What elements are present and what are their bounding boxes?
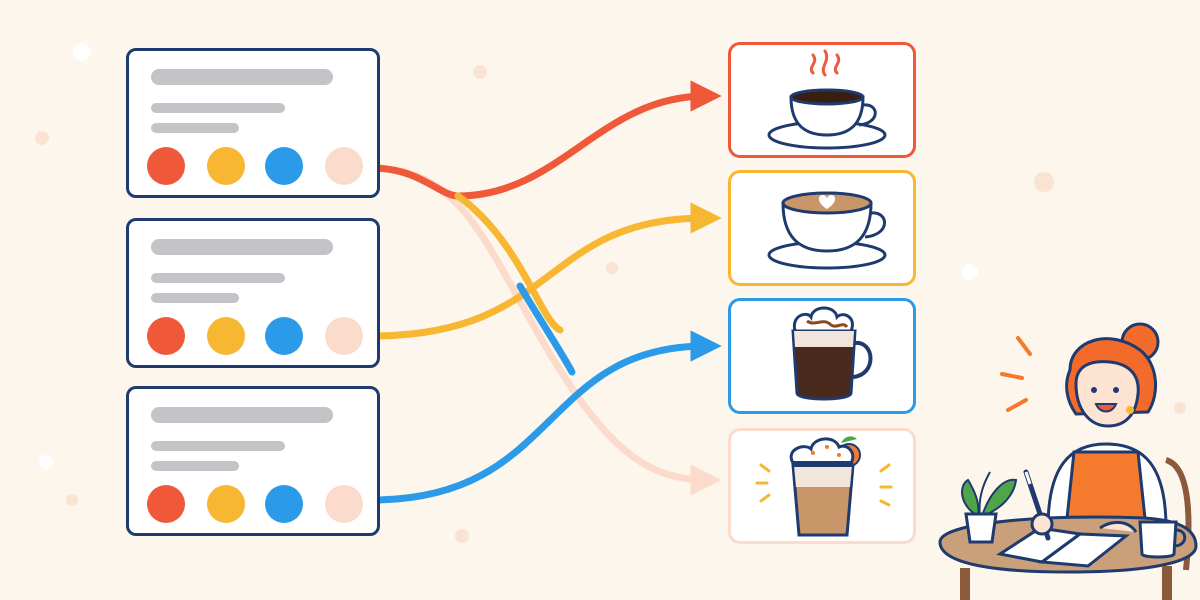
color-dot-red — [147, 317, 185, 355]
steaming-coffee-cup-icon — [767, 49, 887, 150]
orange-frappe-glass-icon — [755, 436, 893, 537]
color-dot-peach — [325, 147, 363, 185]
connector-red — [368, 80, 722, 200]
coffee-mug-icon — [1138, 520, 1187, 559]
text-line — [151, 273, 285, 283]
drink-mocha — [728, 298, 916, 414]
drink-orange-frappe — [728, 428, 916, 544]
menu-card-1 — [126, 48, 380, 198]
bg-dot — [35, 131, 49, 145]
color-dot-peach — [325, 317, 363, 355]
attention-burst-icon — [1000, 336, 1032, 412]
bg-dot — [473, 65, 487, 79]
text-line — [151, 441, 285, 451]
color-dot-yellow — [207, 147, 245, 185]
bg-dot — [73, 43, 91, 61]
connector-yellow-upper — [454, 192, 564, 334]
color-dot-yellow — [207, 485, 245, 523]
bg-dot — [1174, 402, 1186, 414]
bg-dot — [962, 264, 978, 280]
color-dot-peach — [325, 485, 363, 523]
notebook-icon — [996, 526, 1131, 568]
connector-yellow — [368, 202, 722, 340]
color-dot-blue — [265, 317, 303, 355]
menu-card-2 — [126, 218, 380, 368]
drink-latte — [728, 170, 916, 286]
menu-card-3 — [126, 386, 380, 536]
bg-dot — [455, 529, 469, 543]
title-bar — [151, 239, 333, 255]
text-line — [151, 103, 285, 113]
bg-dot — [66, 494, 78, 506]
text-line — [151, 123, 239, 133]
color-dot-blue — [265, 147, 303, 185]
bg-dot — [39, 455, 53, 469]
color-dot-red — [147, 147, 185, 185]
connector-blue-upper — [516, 282, 576, 376]
mocha-glass-mug-icon — [791, 306, 873, 401]
bg-dot — [606, 262, 618, 274]
drink-espresso — [728, 42, 916, 158]
color-dot-blue — [265, 485, 303, 523]
color-dot-yellow — [207, 317, 245, 355]
connector-blue — [368, 330, 722, 504]
latte-art-cup-icon — [767, 191, 887, 270]
barista-illustration — [938, 322, 1198, 600]
color-dot-red — [147, 485, 185, 523]
text-line — [151, 293, 239, 303]
title-bar — [151, 69, 333, 85]
potted-plant-icon — [961, 471, 1018, 544]
title-bar — [151, 407, 333, 423]
text-line — [151, 461, 239, 471]
bg-dot — [1034, 172, 1054, 192]
